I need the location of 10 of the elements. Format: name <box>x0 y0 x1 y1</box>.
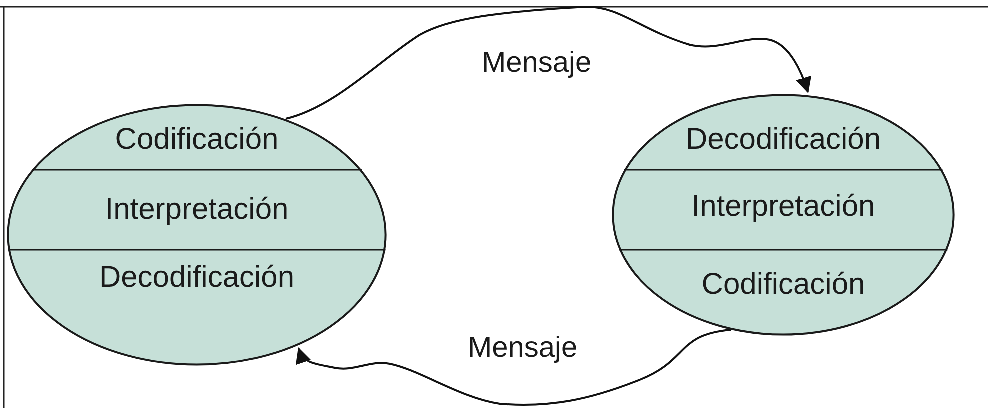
ellipse-node <box>612 94 955 336</box>
band-text: Codificación <box>115 123 279 157</box>
curved-arrow <box>286 6 812 120</box>
band-text: Interpretación <box>692 190 876 224</box>
band-text: Codificación <box>702 268 866 302</box>
band-text: Decodificación <box>686 123 882 157</box>
ellipse-node <box>7 104 387 366</box>
band-text: Decodificación <box>99 261 295 295</box>
band-text: Interpretación <box>105 193 289 227</box>
curved-arrow <box>296 329 732 406</box>
